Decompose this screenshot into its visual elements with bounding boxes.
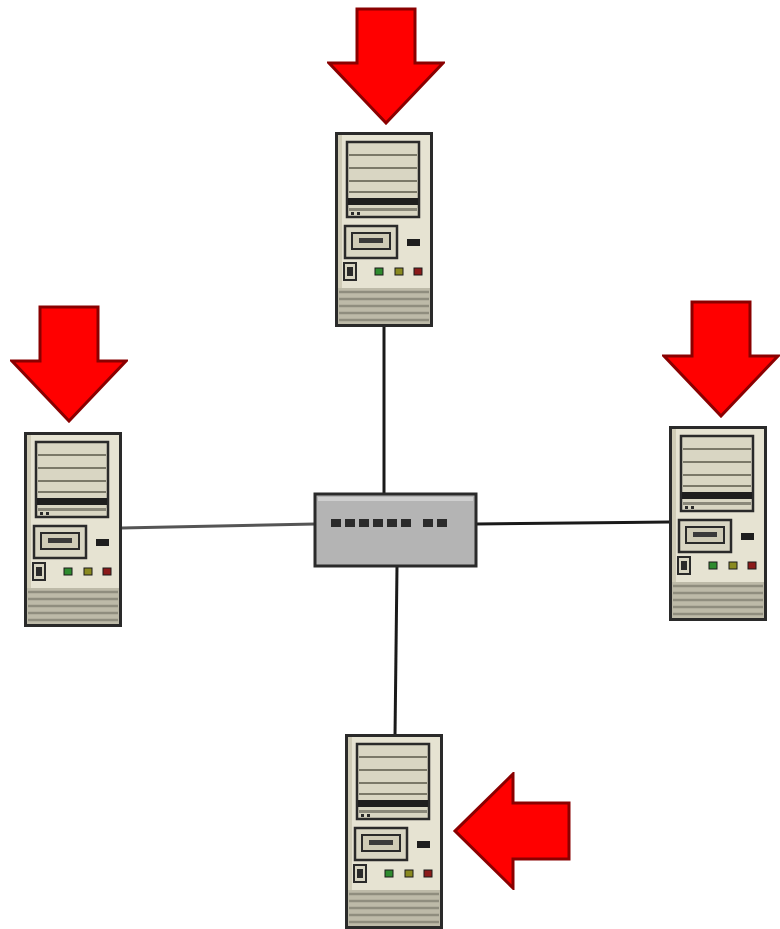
tower-computer-icon [345, 734, 443, 929]
cable-hub-to-right [475, 520, 670, 526]
node-left [10, 305, 128, 627]
down-arrow-icon [10, 305, 128, 423]
down-arrow-icon [327, 7, 445, 125]
tower-computer-icon [24, 432, 122, 627]
switch-ports [331, 519, 447, 527]
network-switch-icon [313, 492, 478, 568]
node-bottom [345, 734, 571, 929]
node-top [327, 7, 445, 327]
cable-links [121, 325, 670, 737]
node-right [662, 300, 780, 621]
cable-hub-to-bottom [393, 565, 399, 737]
tower-computer-icon [669, 426, 767, 621]
down-arrow-icon [662, 300, 780, 418]
tower-computer-icon [335, 132, 433, 327]
cable-hub-to-left [121, 522, 316, 530]
left-arrow-icon [453, 772, 571, 890]
